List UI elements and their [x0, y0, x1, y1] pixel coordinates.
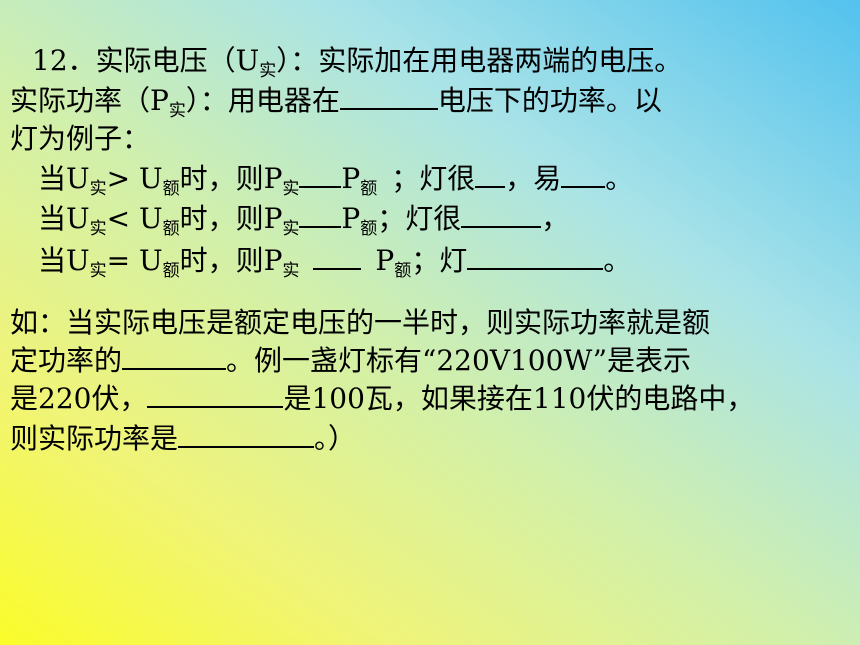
answer-blank: [313, 244, 362, 270]
subscript: 实: [89, 261, 107, 281]
subscript: 实: [259, 61, 277, 81]
case-text: ，: [541, 202, 570, 235]
case-text: 。: [603, 244, 632, 277]
power-definition-line: 实际功率（P实）：用电器在 电压下的功率。以: [10, 84, 662, 121]
case-text: > U: [106, 162, 163, 195]
case-text: ；灯: [411, 244, 468, 277]
answer-blank: [299, 202, 342, 228]
power-definition-cont: 灯为例子：: [10, 122, 150, 156]
answer-blank: [147, 382, 284, 408]
power-def-pre: 实际功率（P: [10, 84, 169, 117]
answer-blank: [475, 162, 506, 188]
case-text: 当U: [38, 162, 90, 195]
subscript: 实: [168, 101, 186, 121]
subscript: 额: [394, 261, 412, 281]
subscript: 实: [282, 179, 300, 199]
subscript: 实: [282, 219, 300, 239]
subscript: 额: [162, 179, 180, 199]
example-text: 是220伏，: [10, 382, 148, 415]
title-rest: ）：实际加在用电器两端的电压。: [276, 44, 683, 77]
title-line: 12．实际电压（U实）：实际加在用电器两端的电压。: [32, 44, 683, 81]
subscript: 实: [282, 261, 300, 281]
example-line-1: 如：当实际电压是额定电压的一半时，则实际功率就是额: [10, 306, 710, 340]
answer-blank: [339, 84, 438, 110]
case-text: ；灯很: [377, 202, 462, 235]
example-line-3: 是220伏， 是100瓦，如果接在110伏的电路中，: [10, 382, 754, 416]
case-text: ，易: [505, 162, 562, 195]
answer-blank: [178, 422, 315, 448]
case-text: ；灯很: [391, 162, 476, 195]
case-text: 时，则P: [179, 244, 283, 277]
answer-blank: [467, 244, 604, 270]
power-def-post2: 电压下的功率。以: [437, 84, 662, 117]
case-text: P: [341, 162, 361, 195]
case-text: 时，则P: [179, 202, 283, 235]
case-text: P: [375, 244, 395, 277]
answer-blank: [122, 344, 227, 370]
answer-blank: [299, 162, 342, 188]
example-line-4: 则实际功率是 。）: [10, 422, 356, 456]
case-text: 时，则P: [179, 162, 283, 195]
case-text: < U: [106, 202, 163, 235]
example-text: 。）: [314, 422, 357, 455]
example-text: 则实际功率是: [10, 422, 179, 455]
subscript: 实: [89, 219, 107, 239]
case-text: P: [341, 202, 361, 235]
subscript: 实: [89, 179, 107, 199]
subscript: 额: [360, 179, 378, 199]
answer-blank: [561, 162, 606, 188]
power-def-post: ）：用电器在: [185, 84, 340, 117]
subscript: 额: [162, 219, 180, 239]
example-text: 是100瓦，如果接在110伏的电路中，: [283, 382, 755, 415]
case-text: = U: [106, 244, 163, 277]
case-text: 。: [605, 162, 634, 195]
subscript: 额: [162, 261, 180, 281]
power-def-cont-text: 灯为例子：: [10, 122, 151, 155]
example-text: 如：当实际电压是额定电压的一半时，则实际功率就是额: [10, 306, 711, 339]
subscript: 额: [360, 219, 378, 239]
title-text: 12．实际电压（U: [32, 44, 260, 77]
example-line-2: 定功率的 。例一盏灯标有“220V100W”是表示: [10, 344, 691, 378]
example-text: 。例一盏灯标有“220V100W”是表示: [226, 344, 692, 377]
example-text: 定功率的: [10, 344, 123, 377]
case-text: 当U: [38, 202, 90, 235]
answer-blank: [461, 202, 542, 228]
case-text: 当U: [38, 244, 90, 277]
